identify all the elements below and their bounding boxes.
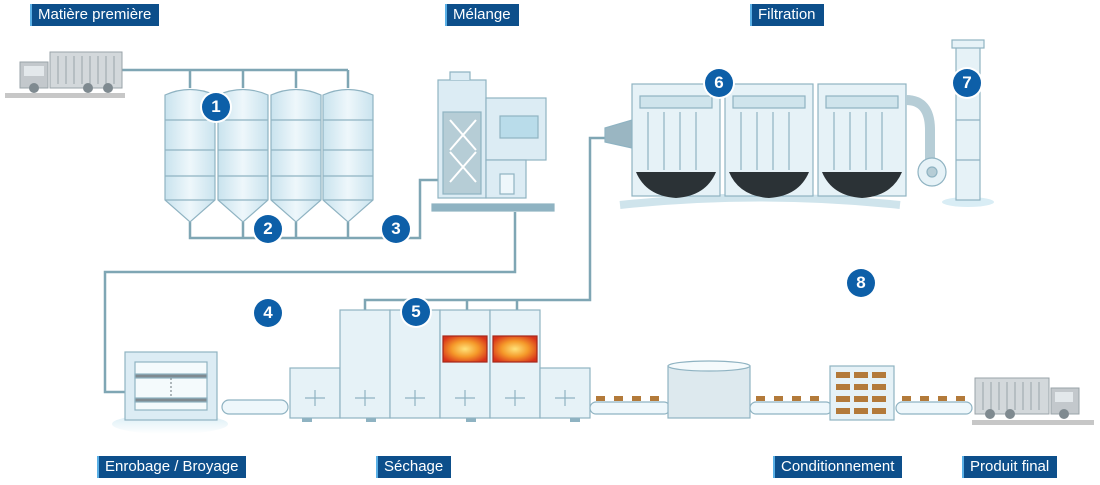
label-mixing: Mélange <box>445 4 519 26</box>
conveyors <box>589 360 833 419</box>
packaging-pallet <box>829 365 973 421</box>
heater-left <box>442 335 488 363</box>
coating-grinding-press <box>112 351 289 434</box>
step-badge-4: 4 <box>254 299 282 327</box>
step-badge-2: 2 <box>254 215 282 243</box>
raw-material-truck <box>5 51 125 98</box>
storage-silos <box>164 88 374 223</box>
label-drying: Séchage <box>376 456 452 478</box>
mixer-machine <box>431 71 555 212</box>
filtration-units <box>604 83 947 209</box>
label-final-product: Produit final <box>962 456 1058 478</box>
step-badge-6: 6 <box>705 69 733 97</box>
step-badge-7: 7 <box>953 69 981 97</box>
dryer-oven <box>289 309 591 422</box>
heater-right <box>492 335 538 363</box>
label-filtration: Filtration <box>750 4 824 26</box>
label-packaging: Conditionnement <box>773 456 903 478</box>
label-coating-grinding: Enrobage / Broyage <box>97 456 247 478</box>
final-product-truck <box>972 377 1094 425</box>
step-badge-8: 8 <box>847 269 875 297</box>
step-badge-5: 5 <box>402 298 430 326</box>
step-badge-1: 1 <box>202 93 230 121</box>
step-badge-3: 3 <box>382 215 410 243</box>
exhaust-stack <box>942 39 994 207</box>
label-raw-material: Matière première <box>30 4 160 26</box>
